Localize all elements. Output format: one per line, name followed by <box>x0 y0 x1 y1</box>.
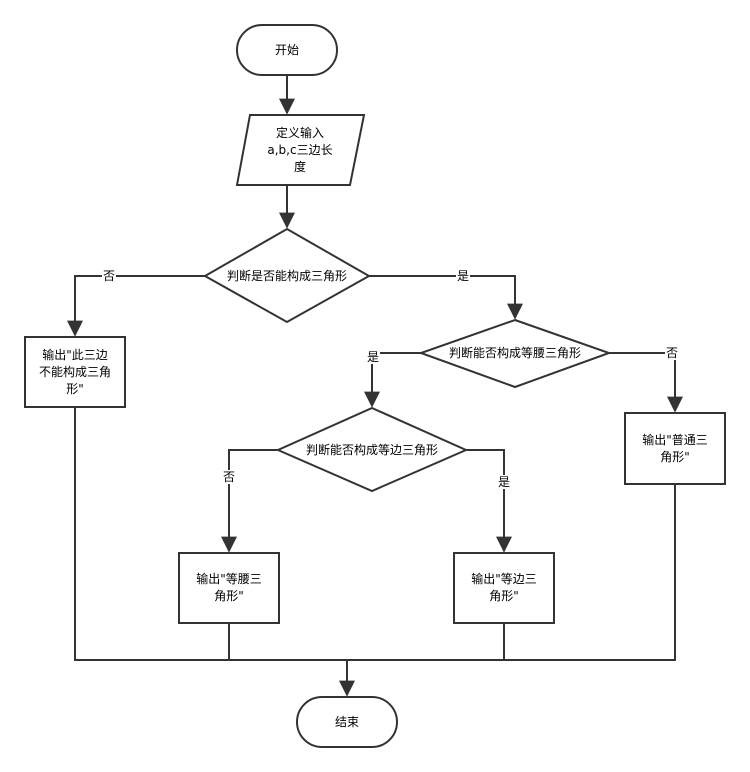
decision-isosceles-diamond <box>418 318 612 389</box>
edge-isosceles-no <box>609 352 683 413</box>
edge-equilateral-yes <box>466 449 512 553</box>
decision-equilateral-diamond <box>275 406 469 493</box>
out-isosceles-label: 输出"等腰三 角形" <box>196 572 262 603</box>
decision-equilateral-label: 判断能否构成等边三角形 <box>305 442 438 457</box>
output-not-triangle-box <box>24 336 126 408</box>
edge-label-equilateral-no: 否 <box>222 470 237 484</box>
edge-triangle-yes <box>369 275 523 320</box>
edge-label-triangle-yes: 是 <box>456 269 471 283</box>
end-label: 结束 <box>334 714 359 729</box>
input-label: 定义输入 a,b,c三边长 度 <box>267 125 333 174</box>
out-equilateral-label: 输出"等边三 角形" <box>471 572 537 603</box>
out-not-triangle-label: 输出"此三边 不能构成三角 形" <box>38 347 111 396</box>
edge-scalene-out-to-merge <box>347 484 676 661</box>
out-scalene-label: 输出"普通三 角形" <box>642 432 708 464</box>
edge-label-isosceles-no: 否 <box>665 346 680 360</box>
decision-isosceles-label: 判断能否构成等腰三角形 <box>448 345 581 360</box>
edge-triangle-no <box>67 275 205 337</box>
input-parallelogram <box>235 114 366 186</box>
edge-label-equilateral-yes: 是 <box>497 475 512 489</box>
edge-equilateral-no <box>221 449 278 553</box>
start-label: 开始 <box>274 42 299 57</box>
decision-triangle-label: 判断是否能构成三角形 <box>226 268 347 283</box>
decision-triangle-diamond <box>202 227 372 324</box>
end-terminal <box>296 696 398 748</box>
edge-not-triangle-to-merge <box>74 407 347 661</box>
edge-label-triangle-no: 否 <box>102 269 117 283</box>
edge-label-isosceles-yes: 是 <box>366 350 381 364</box>
